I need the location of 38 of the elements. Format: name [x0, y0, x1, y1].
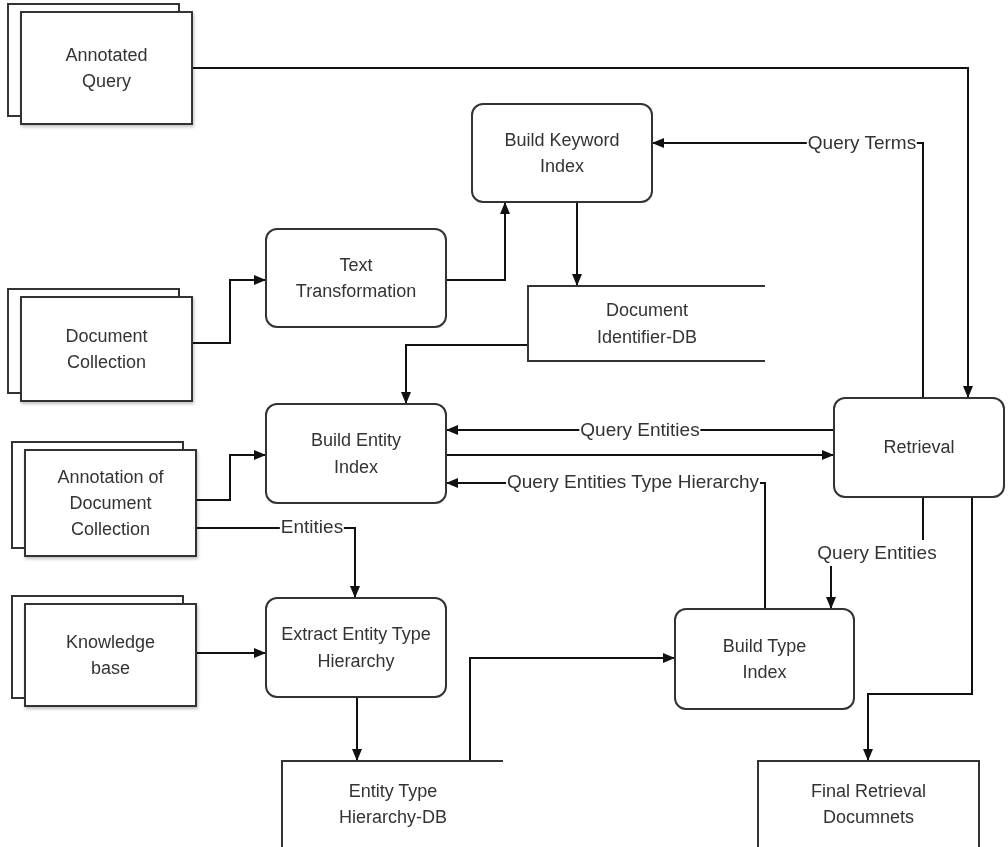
node-label: Text Transformation	[294, 253, 418, 303]
data-store	[281, 760, 503, 847]
process-box	[265, 228, 447, 328]
output-box	[757, 760, 980, 847]
document-stack	[7, 3, 193, 125]
arrow	[863, 497, 973, 761]
arrow	[826, 497, 924, 609]
arrow	[446, 450, 834, 460]
arrow	[572, 202, 582, 286]
document-stack	[11, 595, 197, 707]
node-label: Build Type Index	[721, 634, 808, 684]
node-label: Retrieval	[883, 436, 955, 460]
process-box	[833, 397, 1005, 498]
process-box	[674, 608, 855, 710]
node-label: Document Collection	[64, 324, 149, 374]
arrow	[469, 653, 675, 761]
process-box	[471, 103, 653, 203]
node-label: Annotated Query	[64, 43, 149, 93]
arrow	[192, 275, 266, 344]
node-label: Build Keyword Index	[503, 128, 621, 178]
arrow	[196, 648, 266, 658]
process-box	[265, 597, 447, 698]
node-label: Final Retrieval Documnets	[809, 780, 927, 830]
arrow	[192, 67, 973, 398]
arrow	[196, 450, 266, 501]
data-store	[527, 285, 765, 362]
node-label: Build Entity Index	[309, 429, 402, 479]
node-label: Knowledge base	[64, 630, 157, 680]
document-stack	[11, 441, 197, 557]
arrow	[401, 344, 528, 404]
node-label: Extract Entity Type Hierarchy	[280, 623, 432, 673]
arrow	[352, 697, 362, 761]
document-stack	[7, 288, 193, 402]
arrow	[446, 202, 510, 281]
node-label: Document Identifier-DB	[595, 299, 698, 349]
node-label: Annotation of Document Collection	[56, 465, 165, 542]
process-box	[265, 403, 447, 504]
node-label: Entity Type Hierarchy-DB	[338, 780, 448, 830]
